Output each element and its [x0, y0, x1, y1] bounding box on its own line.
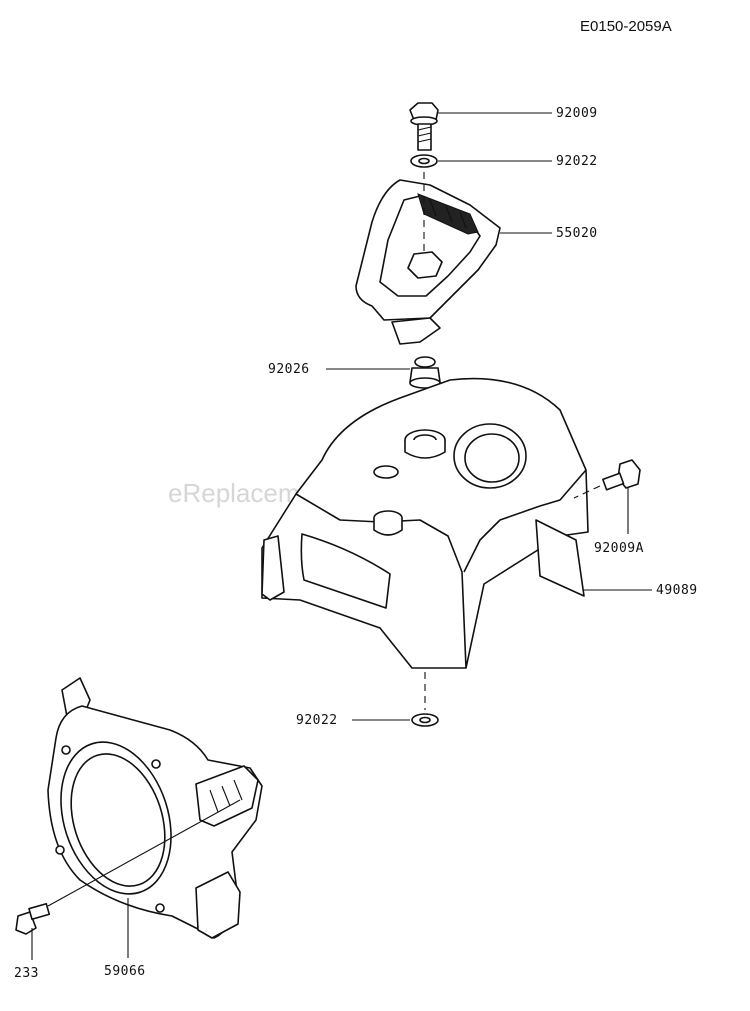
washer-top-part: [410, 154, 438, 168]
label-92026: 92026: [268, 362, 310, 377]
cover-part: [261, 377, 589, 669]
label-233: 233: [14, 966, 39, 981]
handle-part: [355, 179, 501, 345]
bolt-shroud-part: [15, 902, 51, 935]
leader-bolt-233-axis: [47, 799, 241, 907]
bolt-side-part: [573, 459, 641, 499]
label-92022-bottom: 92022: [296, 713, 338, 728]
label-59066: 59066: [104, 964, 146, 979]
label-49089: 49089: [656, 583, 698, 598]
label-55020: 55020: [556, 226, 598, 241]
diagram-code: E0150-2059A: [580, 18, 672, 35]
grommet-part: [409, 356, 441, 389]
label-92022-top: 92022: [556, 154, 598, 169]
label-92009A: 92009A: [594, 541, 644, 556]
washer-bottom-part: [411, 713, 439, 727]
fan-shroud-part: [47, 677, 263, 939]
label-92009: 92009: [556, 106, 598, 121]
bolt-top-part: [409, 102, 439, 151]
